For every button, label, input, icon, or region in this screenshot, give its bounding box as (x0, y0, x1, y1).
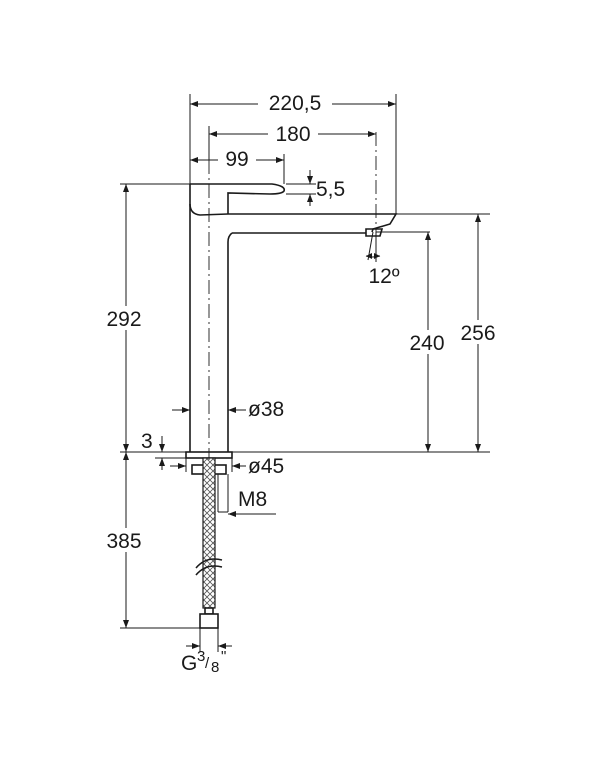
hose-nut (199, 613, 219, 629)
dim-lever-height: 5,5 (316, 178, 345, 201)
body-column (189, 204, 233, 452)
dim-base-thickness: 3 (141, 430, 153, 453)
body-head (189, 203, 229, 216)
hose-ferrule (204, 607, 214, 615)
connection-fraction-slash: / (205, 655, 210, 672)
dim-spout-height: 256 (460, 322, 495, 345)
lever-handle (189, 183, 286, 214)
dim-stud-thread: M8 (238, 488, 267, 511)
dim-base-diameter: ø45 (248, 455, 284, 478)
dim-outlet-height: 240 (409, 332, 444, 355)
aerator-outlet (365, 228, 384, 237)
dimension-lines (120, 94, 490, 652)
faucet-outline (189, 183, 398, 452)
dim-total-height: 292 (106, 308, 141, 331)
flexible-hose (202, 457, 216, 609)
connection-inch-mark: " (221, 648, 226, 665)
under-counter-fittings (191, 457, 229, 629)
break-mark (195, 558, 223, 576)
dim-overall-width: 220,5 (269, 92, 322, 115)
connection-fraction-denominator: 8 (211, 659, 219, 676)
connection-thread-letter: G (181, 652, 197, 675)
dim-axis-to-lever: 99 (225, 148, 248, 171)
dim-body-diameter: ø38 (248, 398, 284, 421)
connection-fraction-numerator: 3 (197, 648, 205, 665)
dim-connection-thread: G 3 / 8 " (181, 648, 226, 676)
dim-outlet-angle: 12º (368, 265, 399, 288)
stud-rod (217, 474, 229, 513)
dim-axis-to-outlet: 180 (275, 123, 310, 146)
dim-hose-length: 385 (106, 530, 141, 553)
spout-top-edge (228, 213, 398, 233)
